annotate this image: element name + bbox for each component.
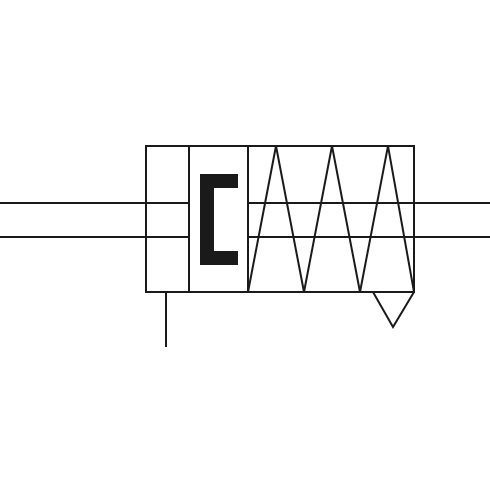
symbol-linework <box>0 145 490 347</box>
cylinder-body-outline <box>145 145 415 293</box>
spring-zigzag-icon <box>247 145 415 293</box>
bracket-block-icon <box>200 174 238 265</box>
v-marker-icon <box>372 291 415 329</box>
